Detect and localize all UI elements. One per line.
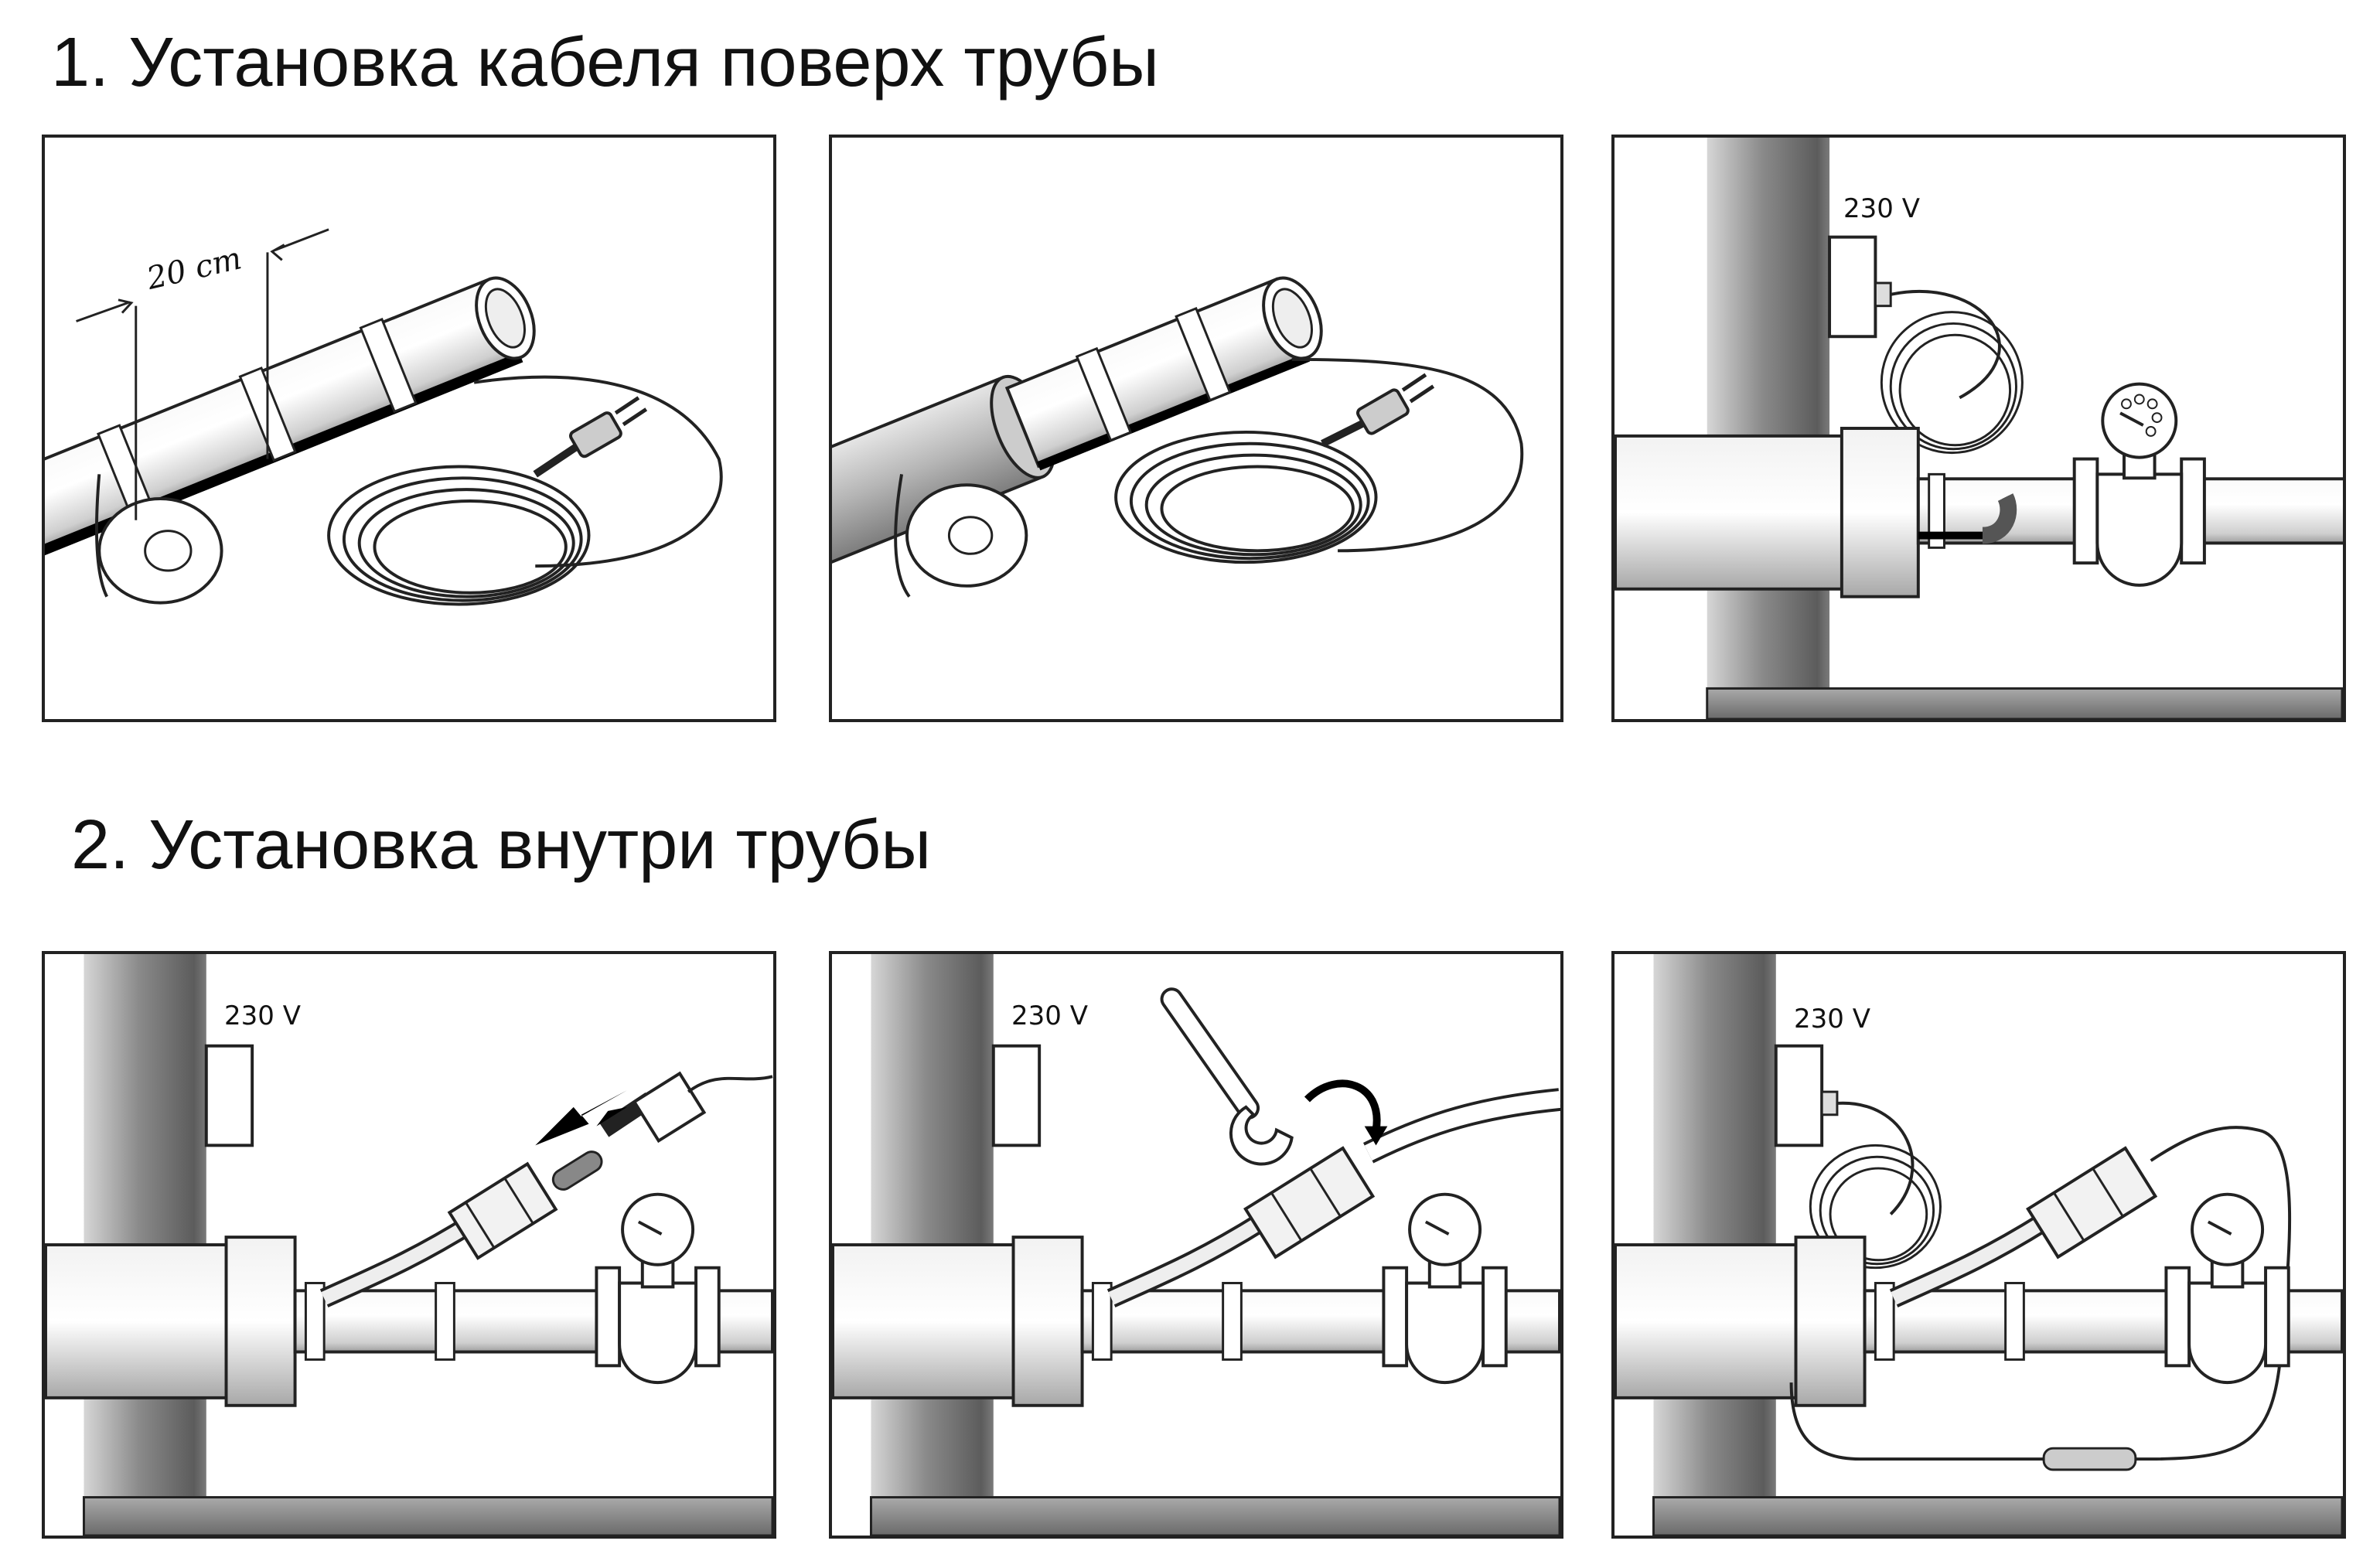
panel-1-tape-cable: 20 cm xyxy=(42,135,776,722)
voltage-label: 230 V xyxy=(224,1000,301,1031)
section-2-title: 2. Установка внутри трубы xyxy=(71,806,932,884)
panel-6-complete: 230 V xyxy=(1611,951,2346,1539)
voltage-label: 230 V xyxy=(1843,193,1920,224)
water-meter-icon xyxy=(2072,382,2206,587)
rotate-arrow-icon xyxy=(1304,1079,1381,1131)
wall-socket-icon xyxy=(204,1044,254,1147)
panel-3-installed: 230 V xyxy=(1611,135,2346,722)
voltage-label: 230 V xyxy=(1794,1004,1870,1035)
wrench-icon xyxy=(1160,987,1294,1166)
section-1-title: 1. Установка кабеля поверх трубы xyxy=(51,24,1159,101)
tape-roll-icon xyxy=(894,474,1028,598)
tape-roll-icon xyxy=(95,474,223,605)
panel-4-insert-cable: 230 V xyxy=(42,951,776,1539)
plug-icon xyxy=(1321,373,1435,448)
insert-arrow-icon xyxy=(596,1106,627,1127)
panel-2-insulation xyxy=(829,135,1563,722)
wall-socket-icon xyxy=(991,1044,1042,1147)
pipe-illustration xyxy=(45,228,723,606)
water-meter-icon xyxy=(1382,1192,1508,1385)
panel-5-tighten-fitting: 230 V xyxy=(829,951,1563,1539)
water-meter-icon xyxy=(595,1192,721,1385)
plug-icon xyxy=(533,396,648,478)
water-meter-icon xyxy=(2164,1192,2290,1385)
wall-socket-icon xyxy=(1828,235,1892,339)
insert-arrow-icon xyxy=(535,1090,627,1146)
rotate-arrow-icon xyxy=(1364,1126,1388,1146)
wall-socket-icon xyxy=(1774,1044,1839,1147)
voltage-label: 230 V xyxy=(1011,1000,1088,1031)
pipe-illustration xyxy=(832,276,1524,598)
